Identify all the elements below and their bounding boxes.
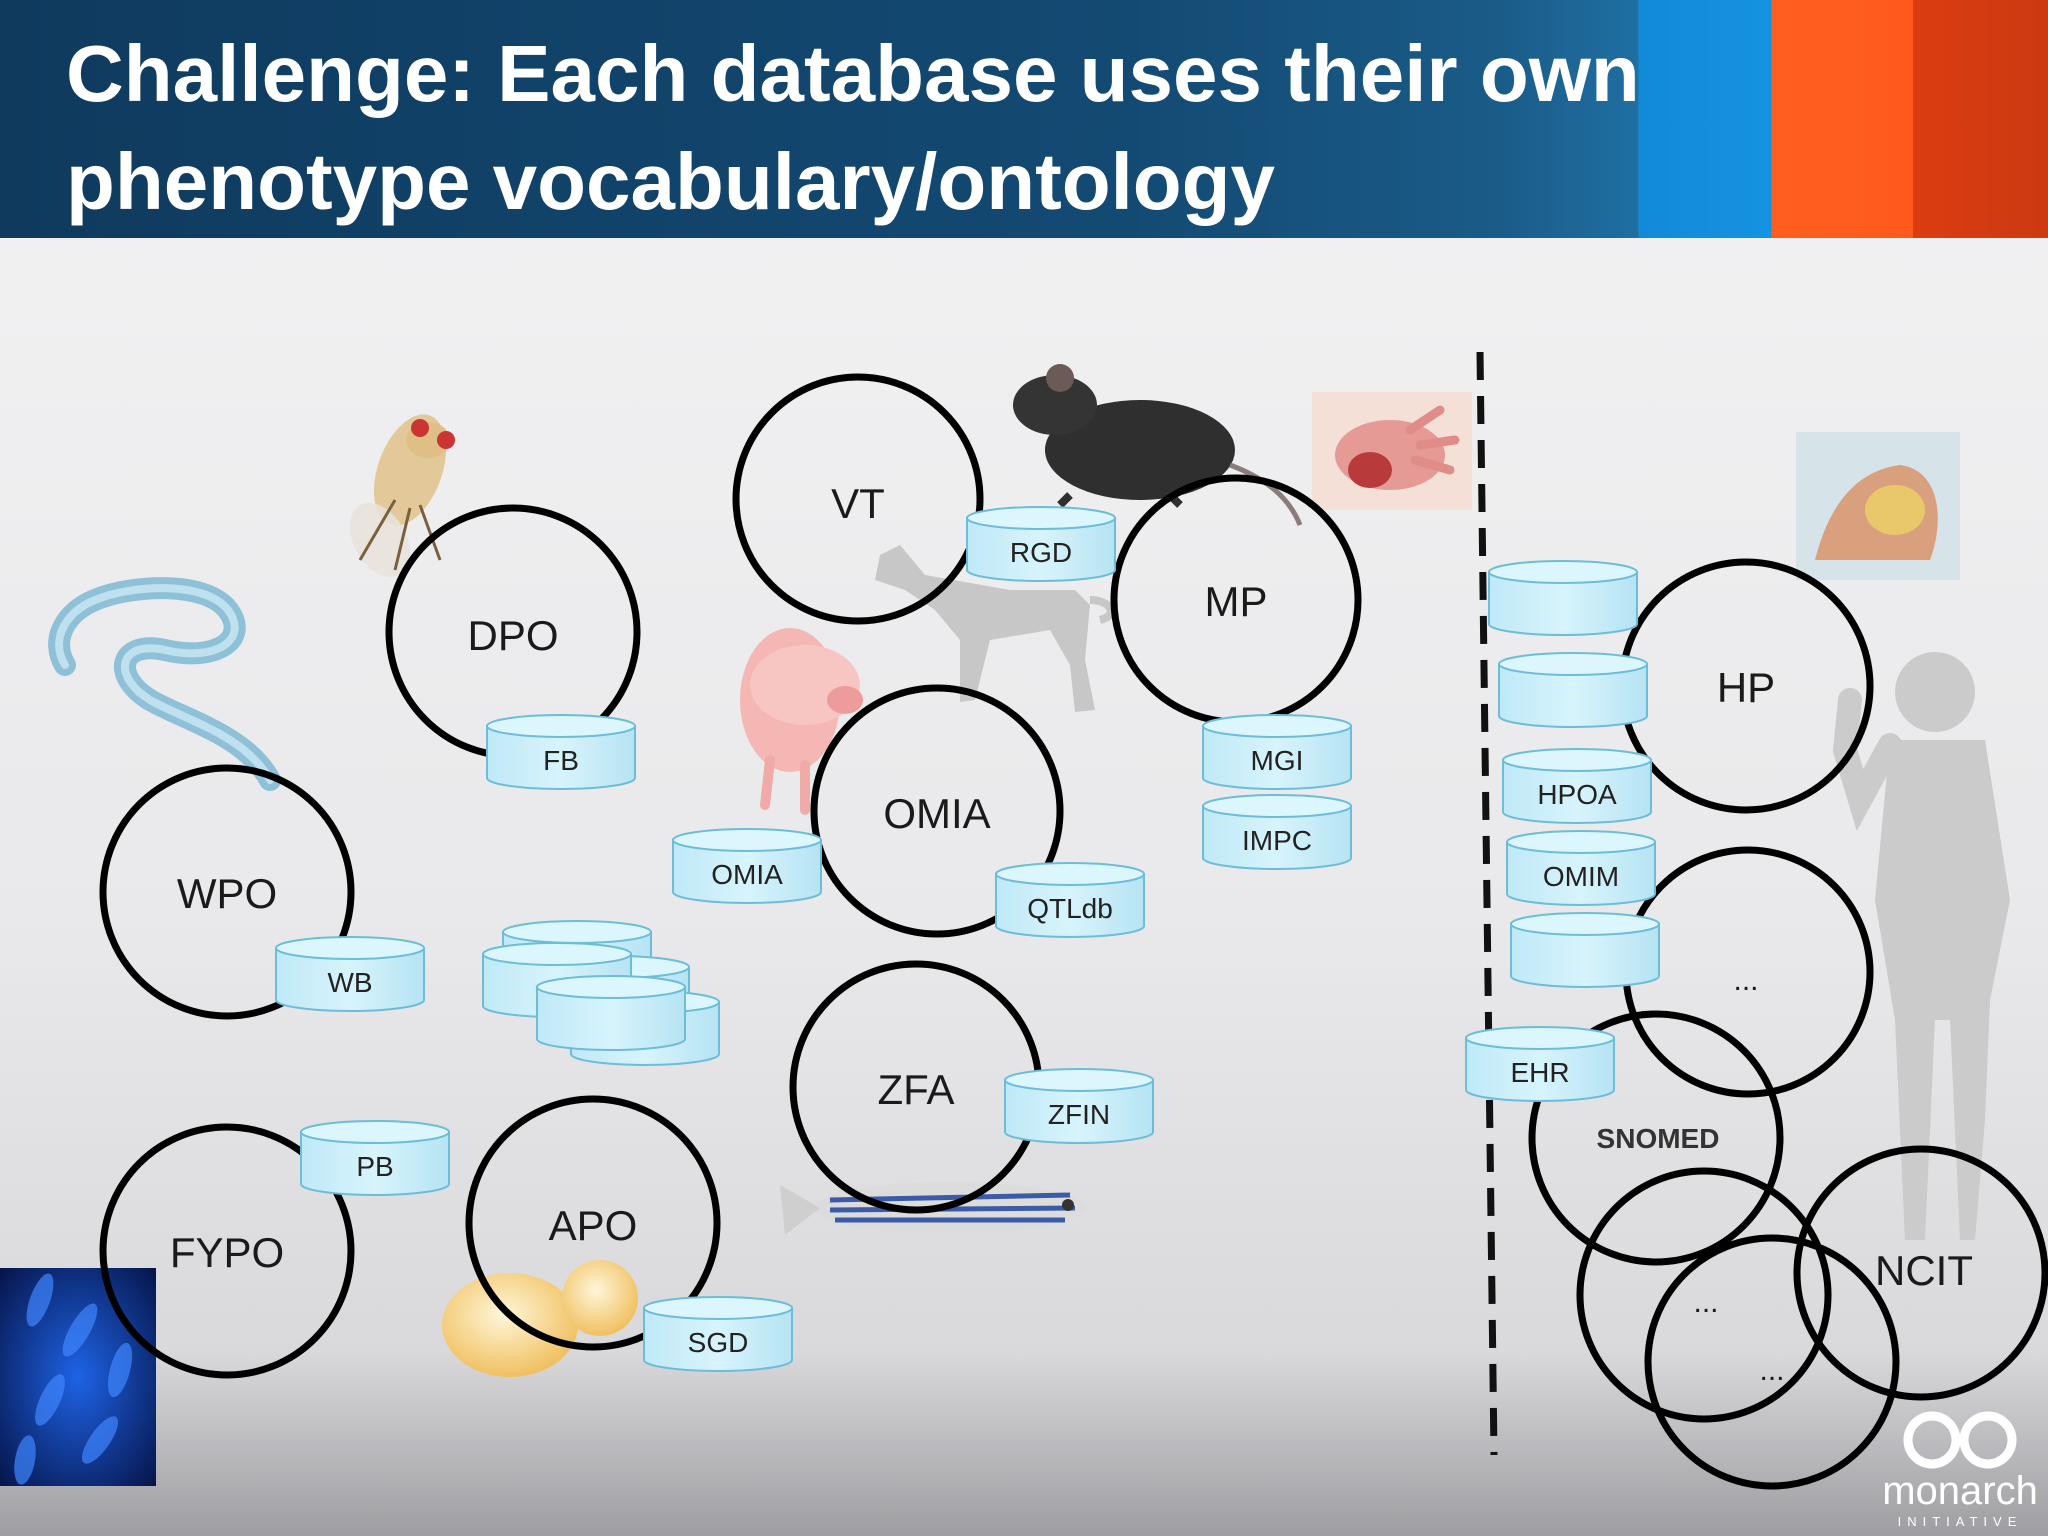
db-omia: OMIA <box>672 828 822 904</box>
logo-name: monarch <box>1882 1469 2038 1513</box>
title-line-2: phenotype vocabulary/ontology <box>66 137 1276 226</box>
ontology-circle-vt <box>732 373 984 625</box>
title-bar: Challenge: Each database uses their own … <box>0 0 2048 238</box>
title-line-1: Challenge: Each database uses their own <box>66 29 1640 118</box>
db-qtldb: QTLdb <box>995 862 1145 938</box>
monarch-logo: monarch INITIATIVE <box>1880 1402 2040 1532</box>
label-human-other: ... <box>1733 964 1758 997</box>
db-hpoa: HPOA <box>1502 748 1652 824</box>
human-phenotype-photo <box>1796 432 1960 580</box>
logo-loop-left <box>1903 1411 1961 1469</box>
human-silhouette <box>1832 652 2010 1240</box>
label-omia: OMIA <box>883 790 990 837</box>
label-mp: MP <box>1205 578 1268 625</box>
label-other1: ... <box>1693 1286 1718 1319</box>
svg-text:QTLdb: QTLdb <box>1027 893 1113 924</box>
pig-icon <box>740 628 863 815</box>
yeast-icon <box>442 1260 638 1377</box>
svg-text:IMPC: IMPC <box>1242 825 1312 856</box>
db-sgd: SGD <box>643 1296 793 1372</box>
db-fb: FB <box>486 714 636 790</box>
ontology-circle-fypo <box>99 1123 355 1379</box>
ontology-circle-other1 <box>1576 1167 1832 1423</box>
db-stack-unlabeled <box>482 920 720 1066</box>
svg-text:FB: FB <box>543 745 579 776</box>
mouse-phenotype-photo <box>1312 392 1472 510</box>
svg-text:WB: WB <box>327 967 372 998</box>
db-mgi: MGI <box>1202 714 1352 790</box>
svg-text:ZFIN: ZFIN <box>1048 1099 1110 1130</box>
worm-icon <box>48 577 281 791</box>
logo-loop-right <box>1959 1411 2017 1469</box>
svg-text:SGD: SGD <box>688 1327 749 1358</box>
svg-text:OMIA: OMIA <box>711 859 783 890</box>
ontology-circle-snomed <box>1528 1010 1784 1266</box>
svg-text:RGD: RGD <box>1010 537 1072 568</box>
slide-title: Challenge: Each database uses their own … <box>66 20 1966 236</box>
dog-icon <box>875 545 1115 712</box>
label-hp: HP <box>1717 664 1775 711</box>
svg-text:OMIM: OMIM <box>1543 861 1619 892</box>
svg-text:HPOA: HPOA <box>1537 779 1617 810</box>
label-snomed: SNOMED <box>1597 1123 1720 1154</box>
label-ncit: NCIT <box>1875 1247 1973 1294</box>
svg-text:PB: PB <box>356 1151 393 1182</box>
ontology-diagram: VT DPO MP OMIA WPO ZFA FYPO APO HP ... S… <box>0 351 2048 1490</box>
fly-icon <box>349 414 455 577</box>
fission-yeast-photo <box>0 1268 156 1486</box>
label-apo: APO <box>549 1202 638 1249</box>
ontology-circle-ncit <box>1793 1145 2048 1401</box>
label-wpo: WPO <box>177 870 277 917</box>
svg-text:MGI: MGI <box>1251 745 1304 776</box>
svg-text:EHR: EHR <box>1510 1057 1569 1088</box>
ontology-circle-apo <box>465 1095 721 1351</box>
logo-tagline: INITIATIVE <box>1898 1514 2023 1529</box>
label-vt: VT <box>831 480 885 527</box>
ontology-circle-other2 <box>1644 1234 1900 1490</box>
db-rgd: RGD <box>966 506 1116 582</box>
mouse-icon <box>1013 364 1303 526</box>
db-pb: PB <box>300 1120 450 1196</box>
label-zfa: ZFA <box>877 1066 954 1113</box>
label-other2: ... <box>1759 1354 1784 1387</box>
db-zfin: ZFIN <box>1004 1068 1154 1144</box>
db-omim: OMIM <box>1506 830 1656 906</box>
label-fypo: FYPO <box>170 1229 284 1276</box>
db-wb: WB <box>275 936 425 1012</box>
ontology-circle-wpo <box>99 764 355 1020</box>
db-ehr: EHR <box>1465 1026 1615 1102</box>
ontology-circle-omia <box>810 684 1064 938</box>
divider-line <box>1476 351 1498 1456</box>
db-impc: IMPC <box>1202 794 1352 870</box>
label-dpo: DPO <box>467 612 558 659</box>
